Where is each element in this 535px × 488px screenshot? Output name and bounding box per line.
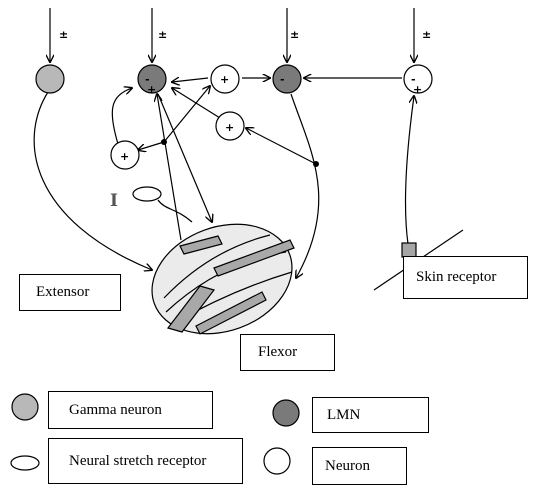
legend-stretch-icon	[11, 456, 39, 470]
interneuron-top-plus: +	[220, 73, 229, 86]
neurons: - + - + + + - +	[36, 65, 432, 201]
stretch-receptor	[133, 187, 161, 201]
legend-lmn-icon	[273, 400, 299, 426]
lmn-right-minus: -	[280, 73, 285, 86]
gamma-neuron	[36, 65, 64, 93]
flexor-label: Flexor	[240, 334, 335, 371]
skin-receptor-marker	[402, 243, 416, 257]
input-sign-lmn-right: ±	[290, 28, 299, 41]
branch-to-interneuron-top	[164, 86, 210, 142]
lmn-right-to-muscle-path	[291, 94, 319, 278]
legend-stretch-label: Neural stretch receptor	[48, 438, 243, 484]
scale-bar: I	[110, 191, 118, 211]
lmn-to-muscle-path	[158, 94, 212, 222]
legend-gamma-icon	[12, 394, 38, 420]
extensor-label: Extensor	[19, 274, 121, 311]
gamma-to-muscle-path	[34, 92, 152, 270]
muscle	[137, 206, 308, 353]
neuron-right-plus: +	[413, 83, 422, 96]
interneuron-left-plus: +	[120, 150, 129, 163]
legend-neuron-label: Neuron	[312, 447, 407, 485]
muscle-body	[137, 206, 308, 353]
input-sign-neuron-right: ±	[422, 28, 431, 41]
junction-dot	[313, 161, 319, 167]
interneuron-mid-to-lmn	[172, 88, 220, 118]
junction-dot	[161, 139, 167, 145]
skin-receptor-to-neuron-path	[406, 96, 414, 244]
stretch-to-lmn-path	[157, 94, 181, 240]
interneuron-left-to-lmn	[112, 88, 132, 144]
legend-gamma-label: Gamma neuron	[48, 391, 213, 429]
legend-lmn-label: LMN	[312, 397, 429, 433]
skin-receptor-label: Skin receptor	[403, 256, 528, 299]
lmn-left-plus: +	[147, 83, 156, 96]
lmn-right	[273, 65, 301, 93]
legend-neuron-icon	[264, 448, 290, 474]
descending-inputs: ± ± ± ±	[50, 8, 431, 62]
input-sign-lmn-left: ±	[158, 28, 167, 41]
branch-to-interneuron-left	[138, 142, 164, 150]
interneuron-mid-plus: +	[225, 121, 234, 134]
input-sign-gamma: ±	[59, 28, 68, 41]
interneuron-top-to-lmn	[172, 78, 208, 82]
